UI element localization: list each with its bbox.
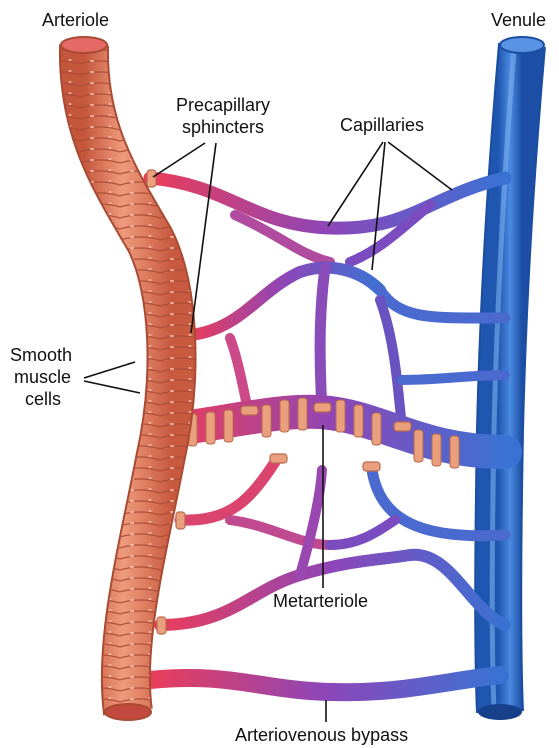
label-precapillary-line1: Precapillary	[158, 94, 288, 116]
label-smooth-line1: Smooth	[10, 344, 72, 366]
sphincter	[241, 406, 258, 415]
label-smooth-muscle-cells: Smooth muscle cells	[10, 344, 72, 410]
capillary	[300, 470, 322, 575]
label-arteriole: Arteriole	[42, 9, 109, 31]
arteriole	[61, 37, 171, 720]
capillary	[150, 178, 505, 228]
label-precapillary-line2: sphincters	[158, 116, 288, 138]
label-smooth-line2: muscle	[10, 366, 72, 388]
label-metarteriole: Metarteriole	[273, 590, 368, 612]
label-venule: Venule	[491, 9, 546, 31]
sphincter	[147, 170, 156, 187]
leader-precapillary-1	[153, 143, 205, 177]
label-precapillary-sphincters: Precapillary sphincters	[158, 94, 288, 138]
leader-smooth-1	[84, 362, 135, 378]
label-smooth-line3: cells	[10, 388, 72, 410]
capillary	[402, 375, 505, 380]
capillary	[190, 268, 380, 335]
label-arteriovenous-bypass: Arteriovenous bypass	[235, 724, 408, 746]
capillary	[320, 268, 325, 412]
label-capillaries: Capillaries	[340, 114, 424, 136]
capillary	[330, 520, 395, 545]
arteriovenous-bypass	[150, 675, 500, 692]
capillary	[180, 462, 275, 520]
sphincter	[176, 512, 185, 529]
sphincter	[394, 422, 411, 431]
leader-smooth-2	[84, 381, 140, 393]
sphincter	[157, 617, 166, 634]
capillary	[350, 205, 430, 262]
leader-capillaries-1	[328, 142, 383, 226]
sphincter	[363, 462, 380, 471]
leader-precapillary-2	[191, 143, 216, 333]
leader-capillaries-3	[388, 142, 452, 190]
sphincter	[270, 454, 287, 463]
sphincter	[314, 403, 331, 412]
metarteriole-vessel	[170, 398, 505, 468]
